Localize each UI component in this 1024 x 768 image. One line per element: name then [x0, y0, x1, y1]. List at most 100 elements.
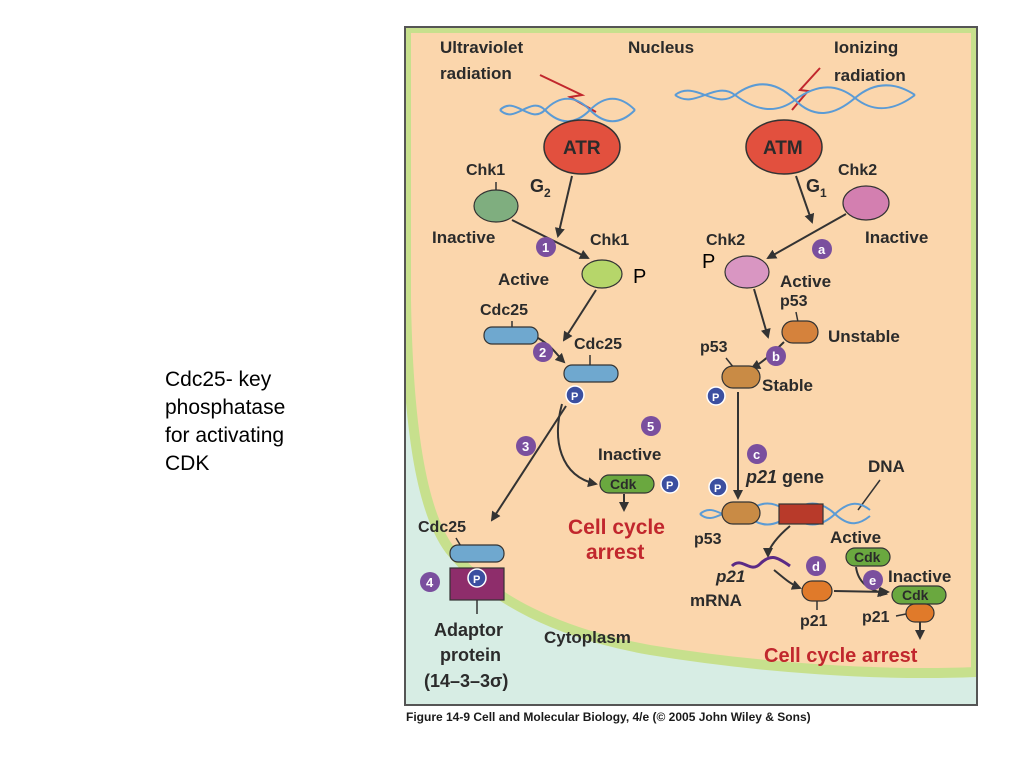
cdc25-p-badge	[565, 385, 585, 405]
mrna-label: mRNA	[690, 591, 742, 610]
cdc25-label-bottom: Cdc25	[418, 519, 466, 536]
p21-protein-label: p21	[800, 613, 828, 630]
step-1-badge	[536, 237, 556, 257]
chk1-active	[581, 259, 623, 289]
chk1-phospho-marker: P	[633, 266, 646, 288]
step-2-badge	[533, 342, 553, 362]
side-note: Cdc25- key phosphatase for activating CD…	[165, 366, 335, 478]
adaptor-label-line3: (14–3–3σ)	[424, 671, 508, 691]
chk1-to-cdc25-arrow	[562, 289, 597, 342]
cdc25-label-top: Cdc25	[480, 302, 528, 319]
uv-label-line2: radiation	[440, 64, 512, 83]
dna-helix-left-icon	[499, 97, 636, 123]
atm-label: ATM	[763, 138, 803, 159]
step-3-badge	[516, 436, 536, 456]
cdk-active-label: Cdk	[854, 549, 881, 565]
step-5-badge	[641, 416, 661, 436]
ionizing-label-line2: radiation	[834, 66, 906, 85]
atm-to-chk2-arrow	[795, 175, 815, 224]
dna-helix-right-icon	[674, 83, 916, 114]
cdk-inactive-state-label-left: Inactive	[598, 445, 661, 464]
chk2-inactive-label: Chk2	[838, 162, 877, 179]
chk2-active-state-label: Active	[780, 272, 831, 291]
g2-label: G2	[530, 176, 551, 200]
g1-label: G1	[806, 176, 827, 200]
cdc25-protein-top	[483, 326, 539, 345]
p21-bound-cdk	[905, 603, 935, 623]
step-e-badge	[863, 570, 883, 590]
step-d-letter: d	[812, 559, 820, 574]
step-d-badge	[806, 556, 826, 576]
p53-unstable-label: p53	[780, 293, 808, 310]
step-a-badge	[812, 239, 832, 259]
p53-bound-label: p53	[694, 531, 722, 548]
side-note-line: for activating	[165, 424, 285, 447]
atr-kinase	[543, 119, 621, 175]
p53-bound-p-letter: P	[714, 483, 721, 495]
step-1-number: 1	[542, 240, 549, 255]
step-4-badge	[420, 572, 440, 592]
stable-label: Stable	[762, 376, 813, 395]
cdc25-export-arrow	[490, 405, 567, 522]
step-e-letter: e	[869, 573, 876, 588]
nucleus-label: Nucleus	[628, 38, 694, 57]
chk2-to-p53-arrow	[753, 288, 771, 339]
cdk-left-p-letter: P	[666, 480, 673, 492]
adaptor-label-line2: protein	[440, 645, 501, 665]
step-2-number: 2	[539, 345, 546, 360]
cdc25-phospho-arrow	[537, 337, 566, 364]
p53-stable	[721, 365, 761, 389]
chk2-inactive	[842, 185, 890, 221]
cell-cycle-arrest-left-line1: Cell cycle	[568, 516, 665, 539]
chk2-activation-arrow	[766, 213, 847, 259]
atr-to-chk1-arrow	[554, 175, 573, 238]
cdc25-protein-bottom	[449, 544, 505, 563]
side-note-line: phosphatase	[165, 396, 286, 419]
p53-p-badge	[706, 386, 726, 406]
adaptor-p-letter: P	[473, 574, 480, 586]
adaptor-label-line1: Adaptor	[434, 620, 503, 640]
p53-bound	[721, 501, 761, 525]
chk2-active-label: Chk2	[706, 232, 745, 249]
cdk-active	[845, 547, 891, 567]
ionizing-lightning-icon	[791, 67, 821, 111]
chk2-active	[724, 255, 770, 289]
p21-gene-block	[778, 503, 824, 525]
cdk-inactive-left	[599, 474, 655, 494]
p53-bound-p-badge	[708, 477, 728, 497]
cdk-left-p-badge	[660, 474, 680, 494]
p53-p-letter: P	[712, 392, 719, 404]
cdc25-p-letter: P	[571, 391, 578, 403]
step-b-badge	[766, 346, 786, 366]
cdc25-label-mid: Cdc25	[574, 336, 622, 353]
cell-cycle-arrest-left-line2: arrest	[586, 541, 644, 564]
step-5-number: 5	[647, 419, 654, 434]
p53-stable-label: p53	[700, 339, 728, 356]
cdk-inactive-state-label-right: Inactive	[888, 567, 951, 586]
uv-label-line1: Ultraviolet	[440, 38, 523, 57]
mrna-squiggle	[730, 556, 791, 569]
step-4-number: 4	[426, 575, 434, 590]
cytoplasm-label: Cytoplasm	[544, 628, 631, 647]
step-a-letter: a	[818, 242, 826, 257]
atr-label: ATR	[563, 138, 601, 159]
p53-unstable	[781, 320, 819, 344]
chk1-active-label: Chk1	[590, 232, 629, 249]
ionizing-label-line1: Ionizing	[834, 38, 898, 57]
p21-gene-label: p21 gene	[745, 467, 824, 487]
side-note-line: CDK	[165, 452, 210, 475]
dna-label: DNA	[868, 457, 905, 476]
cdk-inactive-right-label: Cdk	[902, 587, 929, 603]
unstable-label: Unstable	[828, 327, 900, 346]
cdk-active-state-label: Active	[830, 528, 881, 547]
mrna-to-p21-arrow	[773, 569, 802, 590]
adaptor-p-badge	[467, 568, 487, 588]
chk1-inactive	[473, 189, 519, 223]
chk1-active-state-label: Active	[498, 270, 549, 289]
atm-kinase	[745, 119, 823, 175]
chk1-inactive-label: Chk1	[466, 162, 505, 179]
p21-protein	[801, 580, 833, 602]
gene-to-mrna-arrow	[763, 525, 791, 558]
p21-bound-label: p21	[862, 609, 890, 626]
